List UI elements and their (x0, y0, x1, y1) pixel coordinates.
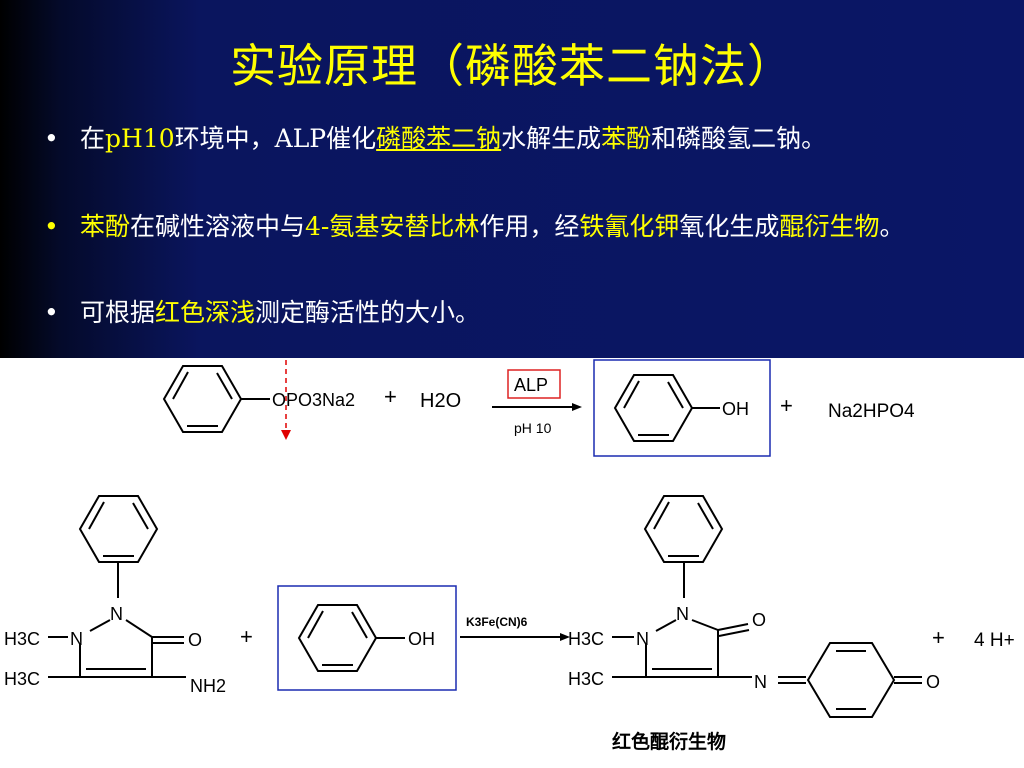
text-segment: 测定酶活性的大小。 (255, 298, 481, 327)
nitrogen-label: N (70, 629, 83, 649)
bullet-text: 在pH10环境中，ALP催化磷酸苯二钠水解生成苯酚和磷酸氢二钠。 (80, 120, 984, 158)
benzene-ring-substrate (162, 365, 270, 433)
phenol-oh-label: OH (408, 629, 435, 649)
pyrazolone-ring (48, 619, 186, 678)
nitrogen-label: N (754, 672, 767, 692)
highlighted-term: pH10 (105, 124, 175, 153)
quinone-ring (806, 642, 922, 718)
cleavage-arrow-head (281, 430, 291, 440)
reaction-diagram: OPO3Na2 + H2O ALP pH 10 OH + Na2HPO4 (4, 359, 1015, 753)
highlighted-term: 苯酚 (80, 212, 131, 241)
text-segment: 环境中，ALP催化 (174, 124, 377, 153)
enzyme-label: ALP (514, 375, 548, 395)
enzyme-box (507, 369, 561, 399)
nitrogen-label: N (676, 604, 689, 624)
reagent-label: K3Fe(CN)6 (466, 615, 528, 629)
methyl-label: H3C (4, 669, 40, 689)
phenol-reactant-box (277, 585, 457, 691)
highlighted-term: 醌衍生物 (779, 212, 880, 241)
benzene-ring-aminoantipyrine (78, 495, 159, 598)
methyl-label: H3C (568, 669, 604, 689)
highlighted-term: 4-氨基安替比林 (305, 212, 480, 241)
nitrogen-label: N (636, 629, 649, 649)
substrate-group-label: OPO3Na2 (272, 390, 355, 410)
page-title: 实验原理（磷酸苯二钠法） (230, 39, 794, 93)
bullet-text: 苯酚在碱性溶液中与4-氨基安替比林作用，经铁氰化钾氧化生成醌衍生物。 (80, 208, 984, 246)
water-label: H2O (420, 390, 461, 412)
protons-label: 4 H+ (974, 630, 1015, 651)
bullet-item-1: • 在pH10环境中，ALP催化磷酸苯二钠水解生成苯酚和磷酸氢二钠。 (44, 120, 984, 158)
nitrogen-label: N (110, 604, 123, 624)
plus-sign: + (780, 393, 793, 418)
methyl-label: H3C (568, 629, 604, 649)
benzene-ring-product (643, 495, 724, 598)
text-segment: 作用，经 (479, 212, 580, 241)
text-segment: 在碱性溶液中与 (130, 212, 306, 241)
text-segment: 水解生成 (501, 124, 602, 153)
highlighted-term: 红色深浅 (155, 298, 256, 327)
phenol-oh-label: OH (722, 399, 749, 419)
plus-sign: + (384, 384, 397, 409)
phenol-product-box (593, 359, 771, 457)
bullet-item-2: • 苯酚在碱性溶液中与4-氨基安替比林作用，经铁氰化钾氧化生成醌衍生物。 (44, 208, 984, 246)
text-segment: 。 (879, 212, 905, 241)
product-pyrazolone-ring (612, 619, 806, 684)
plus-sign: + (932, 625, 945, 650)
bullet-dot: • (44, 212, 59, 241)
highlighted-term: 苯酚 (601, 124, 652, 153)
reaction-1 (162, 365, 720, 442)
text-segment: 氧化生成 (679, 212, 780, 241)
highlighted-term: 铁氰化钾 (579, 212, 680, 241)
highlighted-term: 磷酸苯二钠 (376, 124, 502, 153)
condition-label: pH 10 (514, 420, 552, 436)
product-label: 红色醌衍生物 (612, 730, 726, 753)
benzene-ring-phenol-reactant (297, 604, 405, 672)
text-segment: 可根据 (80, 298, 156, 327)
slide-header-background (0, 0, 1024, 358)
text-segment: 在 (80, 124, 106, 153)
oxygen-label: O (926, 672, 940, 692)
bullet-text: 可根据红色深浅测定酶活性的大小。 (80, 294, 984, 332)
amine-label: NH2 (190, 676, 226, 696)
oxygen-label: O (752, 610, 766, 630)
oxygen-label: O (188, 630, 202, 650)
bullet-dot: • (44, 124, 59, 153)
arrow-head-2 (560, 633, 570, 641)
bullet-dot: • (44, 298, 59, 327)
methyl-label: H3C (4, 629, 40, 649)
plus-sign: + (240, 624, 253, 649)
bullet-item-3: • 可根据红色深浅测定酶活性的大小。 (44, 294, 984, 332)
arrow-head-1 (572, 403, 582, 411)
benzene-ring-phenol (613, 374, 720, 442)
text-segment: 和磷酸氢二钠。 (651, 124, 827, 153)
byproduct-label: Na2HPO4 (828, 401, 915, 422)
reaction-2 (48, 495, 922, 718)
